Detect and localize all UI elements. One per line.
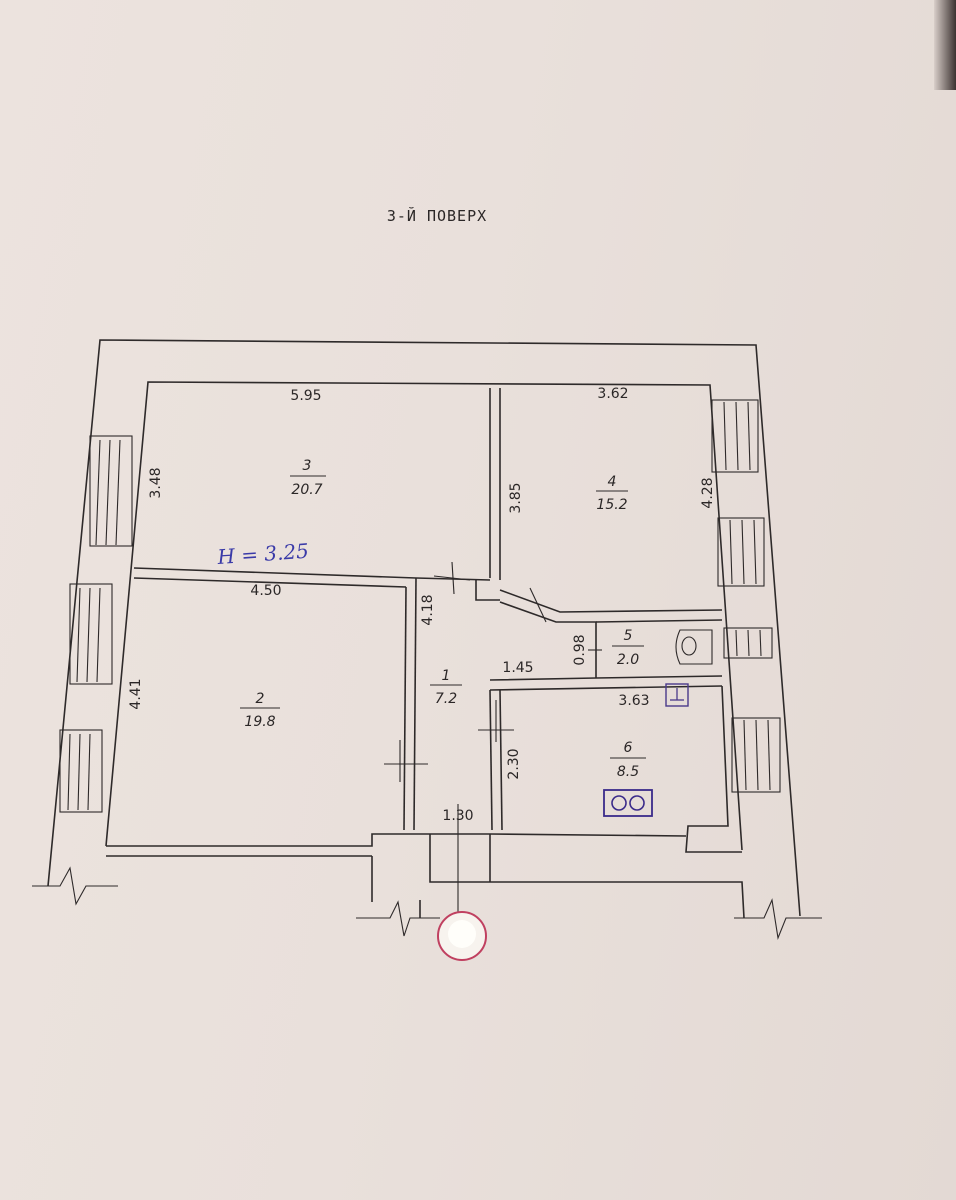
room-5-number: 5 xyxy=(624,628,633,644)
room-1-area: 7.2 xyxy=(435,691,457,707)
room-2-number: 2 xyxy=(256,691,265,707)
wall-break-marks xyxy=(32,866,822,941)
room-1-number: 1 xyxy=(442,668,451,684)
room-5-depth: 0.98 xyxy=(572,634,588,665)
floor-title: 3-Й ПОВЕРХ xyxy=(387,206,487,225)
room-3-depth: 3.48 xyxy=(148,467,164,498)
flash-glare xyxy=(437,911,487,961)
ceiling-height-note: H = 3.25 xyxy=(216,539,310,569)
corridor-depth: 4.18 xyxy=(420,594,436,625)
interior-walls xyxy=(106,388,745,919)
right-windows xyxy=(711,399,781,793)
room-4-area: 15.2 xyxy=(596,497,627,513)
sink-icon xyxy=(665,683,689,707)
room-5-width: 1.45 xyxy=(502,660,533,676)
toilet-icon xyxy=(675,629,713,665)
room-6-depth: 2.30 xyxy=(506,748,522,779)
left-windows xyxy=(59,435,133,813)
room-2-area: 19.8 xyxy=(244,714,275,730)
paper-edge-shadow xyxy=(934,0,956,90)
stove-icon xyxy=(603,789,653,817)
room-4-number: 4 xyxy=(608,474,617,490)
room-6-number: 6 xyxy=(624,740,633,756)
entrance-width: 1.30 xyxy=(442,808,473,824)
room-3-number: 3 xyxy=(303,458,312,474)
door-marks xyxy=(384,561,602,928)
outer-wall-outer-line xyxy=(47,339,801,917)
outer-wall-inner-line xyxy=(105,381,743,851)
room-2-depth: 4.41 xyxy=(128,678,144,709)
room-6-width: 3.63 xyxy=(618,693,649,709)
room-3-area: 20.7 xyxy=(291,482,322,498)
room-4-width: 3.62 xyxy=(597,386,628,402)
room-3-width: 5.95 xyxy=(290,388,321,404)
room-4-depth-right: 4.28 xyxy=(700,477,716,508)
room-2-width: 4.50 xyxy=(250,583,281,599)
room-5-area: 2.0 xyxy=(617,652,639,668)
room-6-area: 8.5 xyxy=(617,764,639,780)
room-4-depth-left: 3.85 xyxy=(508,482,524,513)
